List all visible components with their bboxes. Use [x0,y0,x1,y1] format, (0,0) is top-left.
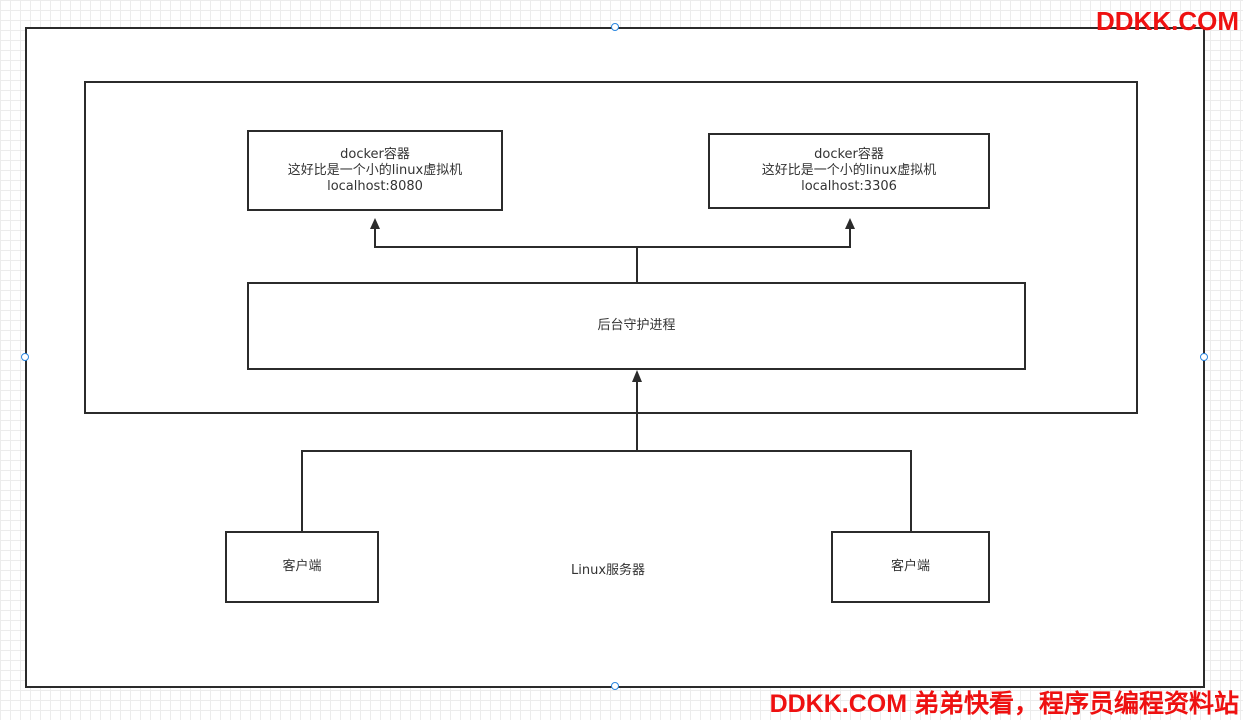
container-address: localhost:3306 [801,179,897,194]
container-title: docker容器 [340,146,410,162]
container-title: docker容器 [814,147,884,162]
linux-server-label: Linux服务器 [571,563,646,578]
client-node-left[interactable]: 客户端 [225,531,379,603]
client-label: 客户端 [282,559,322,574]
daemon-label: 后台守护进程 [597,318,676,333]
client-node-right[interactable]: 客户端 [831,531,990,603]
container-node-3306[interactable]: docker容器 这好比是一个小的linux虚拟机 localhost:3306 [708,133,990,209]
container-description: 这好比是一个小的linux虚拟机 [761,163,937,178]
daemon-node[interactable]: 后台守护进程 [247,282,1026,370]
selection-handle-right[interactable] [1200,353,1208,361]
container-address: localhost:8080 [327,178,423,194]
container-description: 这好比是一个小的linux虚拟机 [287,162,463,178]
watermark-top: DDKK.COM [1096,6,1239,36]
selection-handle-top[interactable] [611,23,619,31]
watermark-bottom: DDKK.COM 弟弟快看，程序员编程资料站 [769,690,1239,718]
client-label: 客户端 [890,559,930,574]
selection-handle-left[interactable] [21,353,29,361]
selection-handle-bottom[interactable] [611,682,619,690]
container-node-8080[interactable]: docker容器 这好比是一个小的linux虚拟机 localhost:8080 [247,130,503,211]
